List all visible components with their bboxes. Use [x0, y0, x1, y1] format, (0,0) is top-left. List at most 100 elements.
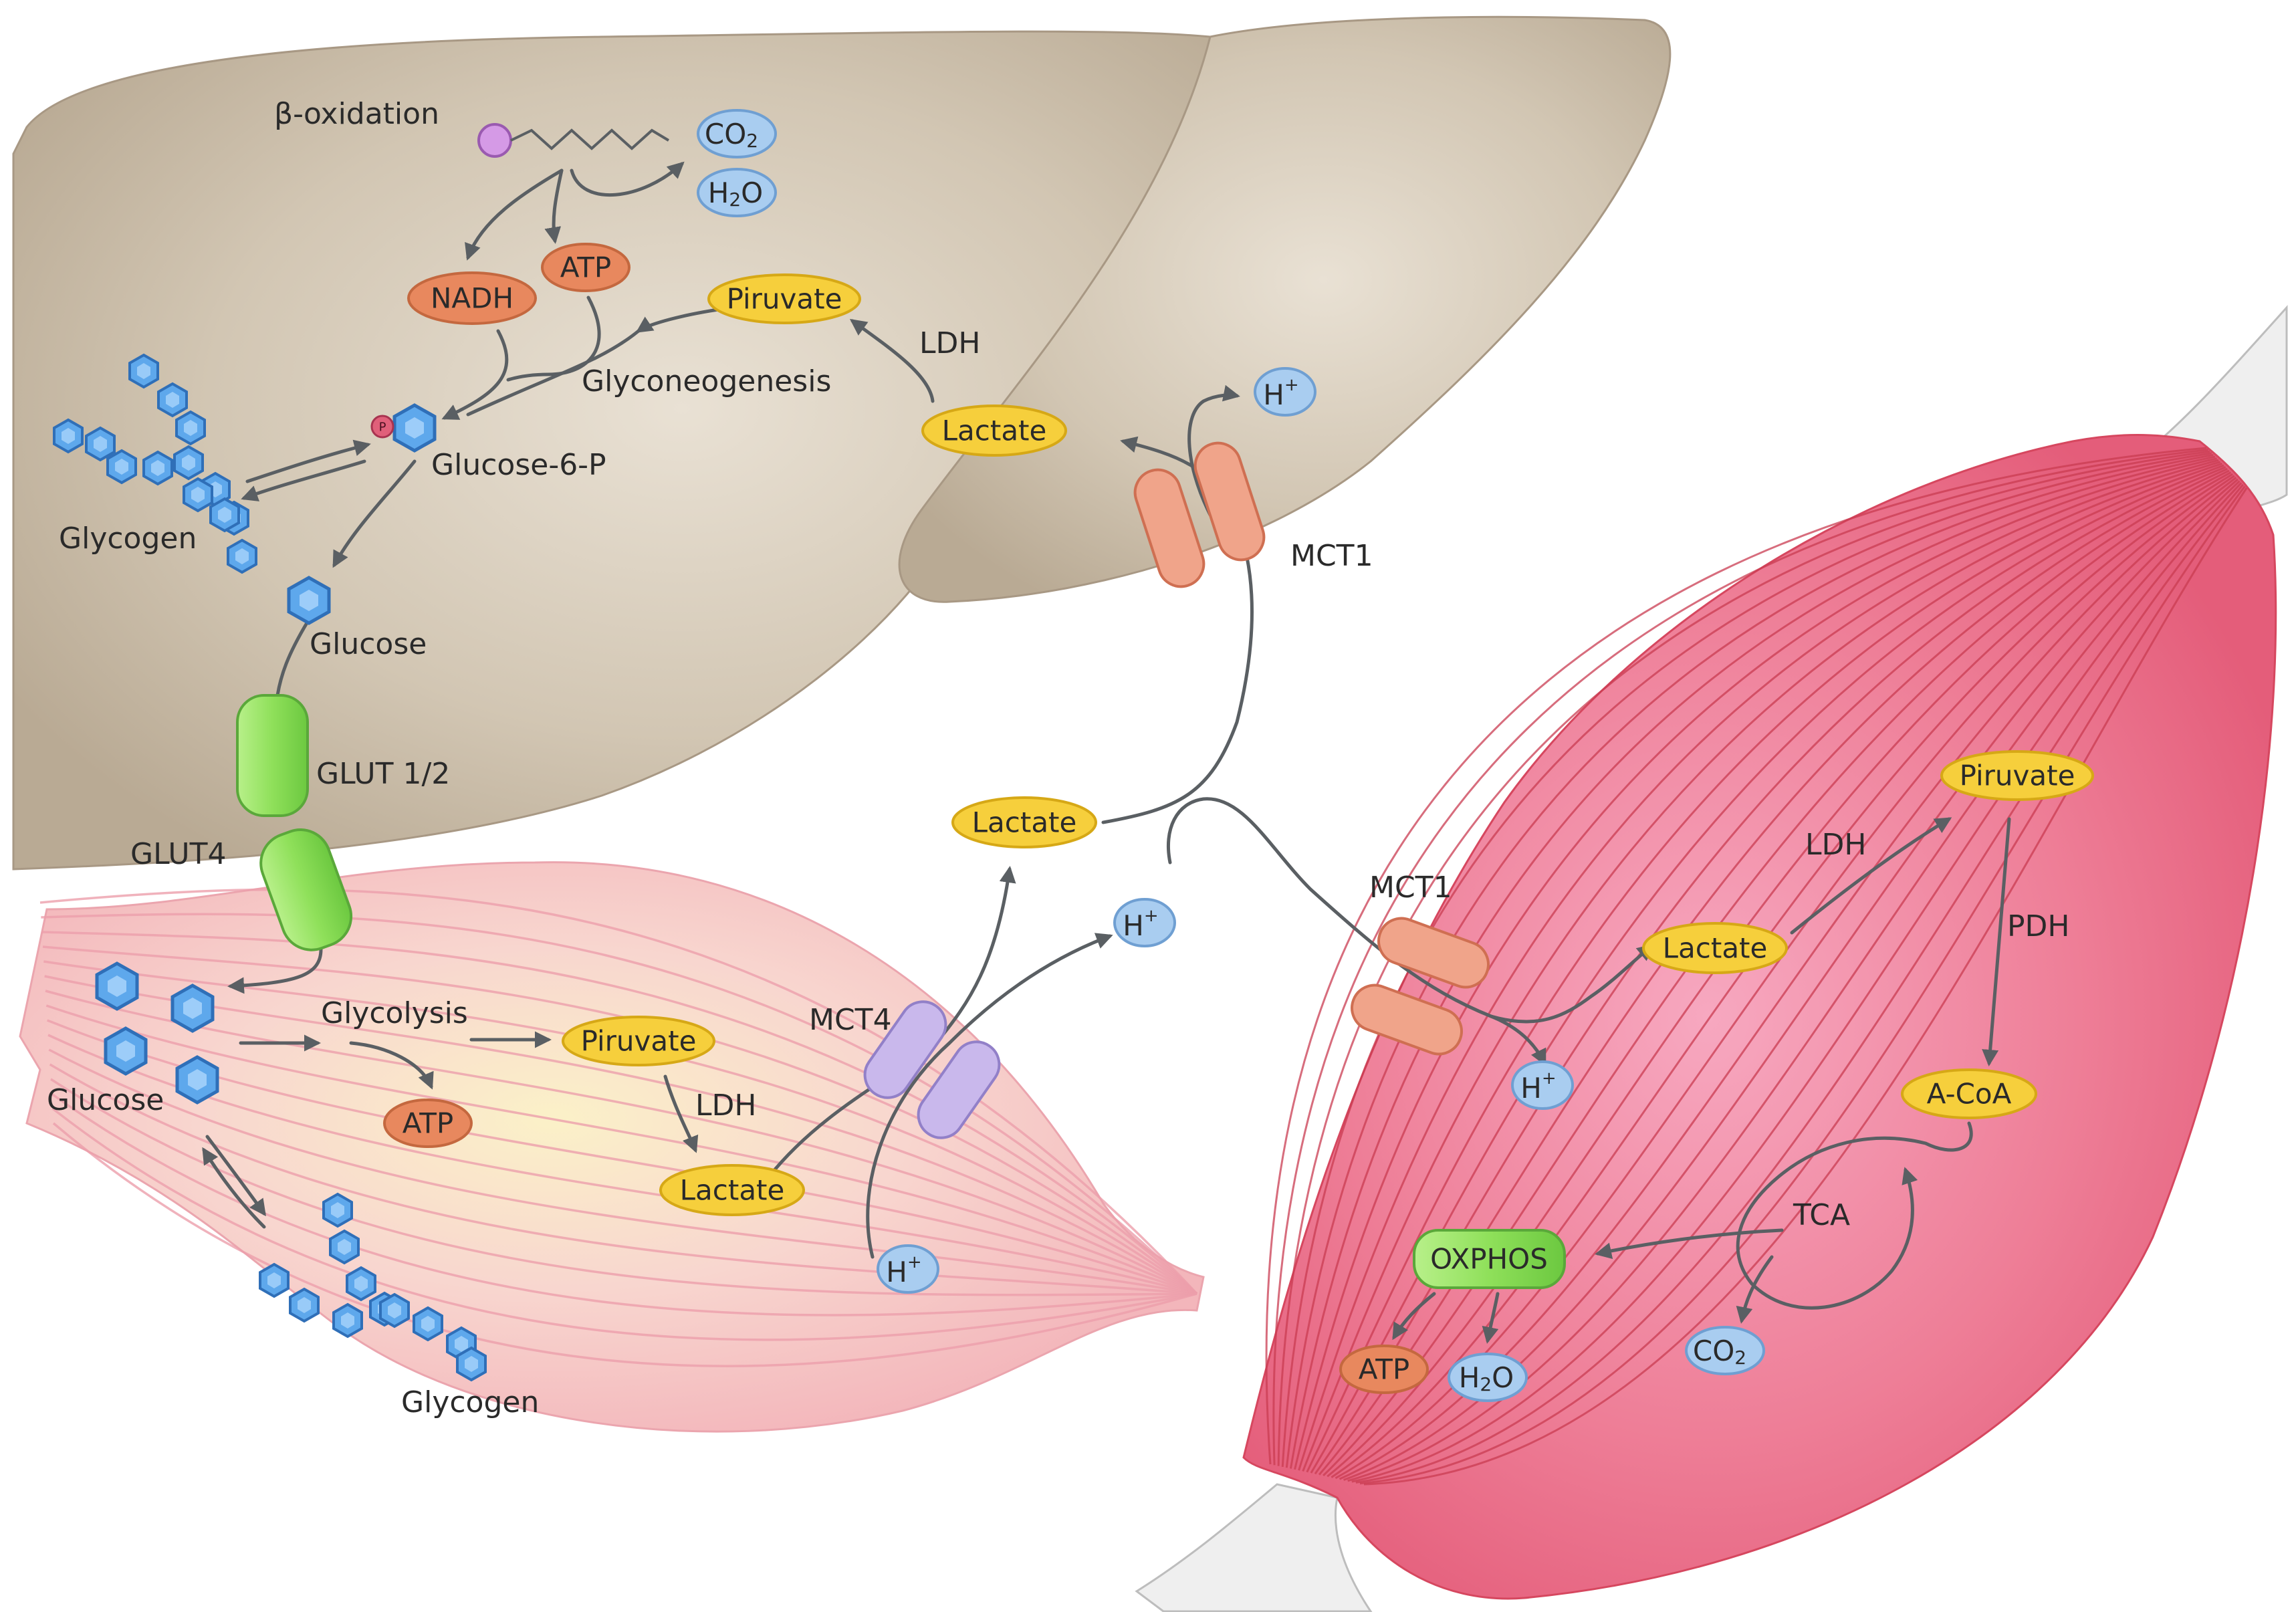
piruvate-glycolytic-badge: Piruvate [562, 1016, 715, 1066]
ldh-oxidative-label: LDH [1805, 828, 1866, 862]
glucose-unit-icon [53, 419, 84, 453]
mct4-label: MCT4 [809, 1003, 892, 1037]
glucose-unit-icon [157, 382, 188, 417]
glucose-unit-icon [175, 411, 206, 445]
atp-liver-badge: ATP [541, 243, 630, 292]
lactate-glycolytic-badge: Lactate [659, 1164, 805, 1216]
muscle-fiber [1351, 482, 2243, 1483]
h2o-liver-badge: H2O [697, 168, 777, 217]
muscle-fiber [1306, 463, 2222, 1473]
svg-text:CO2: CO2 [1693, 1335, 1746, 1369]
glucose-unit-icon [128, 354, 159, 388]
muscle-fiber [1331, 473, 2233, 1478]
glucose-unit-icon [332, 1303, 363, 1338]
muscle-fiber [41, 931, 1198, 1295]
muscle-fiber [50, 1078, 1197, 1296]
piruvate-oxidative-badge: Piruvate [1940, 750, 2094, 801]
svg-text:H+: H+ [1123, 906, 1158, 942]
muscle-fiber [45, 1004, 1197, 1295]
svg-text:Piruvate: Piruvate [727, 283, 842, 316]
liver-glucose-molecule [289, 578, 329, 623]
lactate-oxidative-badge: Lactate [1642, 922, 1788, 974]
svg-text:NADH: NADH [431, 282, 513, 315]
mct1-liver-label: MCT1 [1290, 539, 1373, 573]
svg-text:A-CoA: A-CoA [1927, 1078, 2012, 1111]
svg-text:Lactate: Lactate [972, 806, 1077, 839]
glycolytic-muscle [19, 861, 1205, 1433]
muscle-fiber [1281, 452, 2212, 1468]
acoa-badge: A-CoA [1901, 1068, 2037, 1119]
mct1-muscle-label: MCT1 [1369, 871, 1452, 905]
glut12-label: GLUT 1/2 [316, 757, 450, 791]
muscle-fiber [1289, 455, 2216, 1469]
beta-oxidation-label: β-oxidation [274, 97, 439, 131]
tendon-bottom [1135, 1483, 1373, 1612]
muscle-glycogen-label: Glycogen [401, 1385, 539, 1419]
atp-glycolytic-badge: ATP [383, 1099, 473, 1148]
ldh-liver-label: LDH [919, 326, 980, 360]
glut12-transporter [236, 694, 309, 817]
glucose-unit-icon [379, 1293, 410, 1328]
svg-text:H2O: H2O [708, 177, 763, 211]
glucose-unit-icon [209, 497, 240, 532]
glucose-unit-icon [346, 1266, 376, 1301]
liver-glycogen-label: Glycogen [59, 522, 197, 556]
svg-text:Lactate: Lactate [680, 1174, 785, 1207]
glucose-6-p-molecule: P [370, 405, 435, 451]
muscle-fiber [1363, 487, 2248, 1486]
muscle-fiber [1272, 449, 2208, 1466]
glycolytic-muscle-body [19, 861, 1205, 1433]
lactate-liver-badge: Lactate [921, 405, 1067, 457]
muscle-fiber [45, 990, 1197, 1295]
muscle-fiber [1302, 461, 2221, 1472]
oxphos-badge: OXPHOS [1413, 1229, 1566, 1289]
glyconeogenesis-label: Glyconeogenesis [582, 364, 831, 398]
muscle-fiber [42, 945, 1198, 1295]
glucose-unit-icon [289, 1288, 320, 1322]
phosphate-icon [370, 415, 394, 439]
h-plus-glycolytic-badge: H+ [877, 1244, 939, 1294]
h2o-oxidative-badge: H2O [1448, 1353, 1528, 1402]
svg-text:ATP: ATP [1359, 1353, 1409, 1386]
liver-glucose-label: Glucose [310, 627, 427, 661]
svg-text:Lactate: Lactate [942, 415, 1047, 447]
muscle-fiber [48, 1048, 1197, 1295]
muscle-fiber [1310, 464, 2224, 1474]
tca-label: TCA [1793, 1198, 1850, 1232]
muscle-fiber [51, 1107, 1197, 1341]
muscle-fiber [1359, 485, 2246, 1485]
diagram-labels: β-oxidation LDH Glyconeogenesis Glucose-… [47, 97, 2070, 1419]
glucose-unit-icon [413, 1306, 443, 1341]
muscle-fiber [51, 1092, 1197, 1316]
muscle-fiber [47, 1034, 1197, 1295]
svg-text:Piruvate: Piruvate [1960, 760, 2075, 792]
muscle-fiber [52, 1122, 1197, 1367]
glucose-6-p-label: Glucose-6-P [431, 448, 606, 482]
mct1-liver-transporter [1133, 441, 1266, 588]
muscle-glucose-label: Glucose [47, 1083, 164, 1117]
muscle-fiber [1327, 471, 2232, 1478]
glucose-unit-icon [227, 539, 257, 574]
glucose-unit-icon [329, 1230, 360, 1264]
glycolysis-label: Glycolysis [321, 996, 468, 1030]
svg-text:H+: H+ [886, 1252, 921, 1288]
piruvate-liver-badge: Piruvate [707, 273, 861, 324]
pdh-label: PDH [2007, 909, 2070, 943]
muscle-fiber [1285, 453, 2214, 1468]
ldh-glycolytic-label: LDH [695, 1088, 756, 1123]
muscle-fiber [1347, 480, 2241, 1482]
svg-text:H+: H+ [1263, 375, 1298, 411]
co2-text: CO [705, 118, 746, 150]
co2-liver-badge: CO2 [697, 109, 777, 158]
phosphate-label: P [379, 421, 386, 435]
fatty-acid-molecule [477, 123, 670, 158]
glucose-unit-icon [322, 1193, 353, 1228]
muscle-fiber [41, 913, 1198, 1295]
muscle-fiber [1265, 447, 2207, 1465]
svg-text:H+: H+ [1520, 1068, 1556, 1105]
svg-text:OXPHOS: OXPHOS [1430, 1243, 1548, 1276]
svg-text:ATP: ATP [560, 251, 611, 284]
svg-text:CO2: CO2 [705, 118, 758, 152]
h-plus-blood-badge: H+ [1113, 898, 1176, 947]
mct4-transporter [863, 1000, 1001, 1139]
